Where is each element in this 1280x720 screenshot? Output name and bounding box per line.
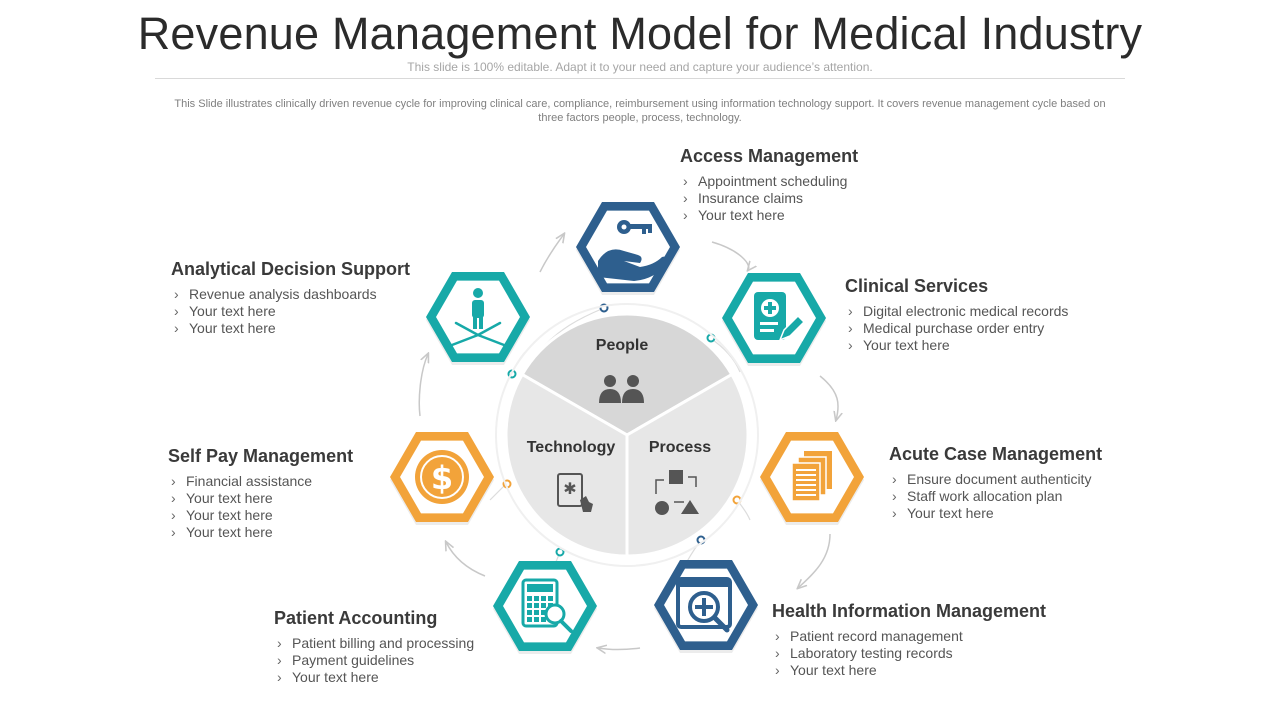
list-item: Your text here <box>680 207 858 224</box>
stage-items: Digital electronic medical records Medic… <box>845 303 1068 354</box>
stage-health-information-management: Health Information Management Patient re… <box>772 601 1046 679</box>
list-item: Revenue analysis dashboards <box>171 286 410 303</box>
stage-patient-accounting: Patient Accounting Patient billing and p… <box>274 608 474 686</box>
list-item: Ensure document authenticity <box>889 471 1102 488</box>
stage-hexagon <box>760 432 864 525</box>
svg-text:✱: ✱ <box>563 479 576 498</box>
medical-clipboard-icon <box>754 292 806 342</box>
stage-hexagon: $ <box>390 432 494 525</box>
stage-acute-case-management: Acute Case Management Ensure document au… <box>889 444 1102 522</box>
list-item: Your text here <box>845 337 1068 354</box>
stage-items: Appointment scheduling Insurance claims … <box>680 173 858 224</box>
list-item: Financial assistance <box>168 473 353 490</box>
connector-arrow <box>418 354 428 417</box>
stage-items: Financial assistance Your text here Your… <box>168 473 353 541</box>
list-item: Your text here <box>772 662 1046 679</box>
list-item: Insurance claims <box>680 190 858 207</box>
list-item: Laboratory testing records <box>772 645 1046 662</box>
stage-self-pay-management: Self Pay Management Financial assistance… <box>168 446 353 541</box>
connector-arrow <box>711 241 749 270</box>
slide-description: This Slide illustrates clinically driven… <box>174 98 1106 124</box>
stage-title: Patient Accounting <box>274 608 438 628</box>
stage-hexagon <box>654 560 758 653</box>
stage-title: Health Information Management <box>772 601 1047 621</box>
stage-title: Acute Case Management <box>889 444 1103 464</box>
list-item: Appointment scheduling <box>680 173 858 190</box>
segment-label: People <box>596 337 649 354</box>
list-item: Payment guidelines <box>274 652 474 669</box>
calculator-search-icon <box>521 578 573 633</box>
list-item: Your text here <box>168 524 353 541</box>
list-item: Medical purchase order entry <box>845 320 1068 337</box>
stage-hexagon <box>576 202 680 295</box>
stage-title: Access Management <box>680 146 859 166</box>
slide-subtitle: This slide is 100% editable. Adapt it to… <box>407 60 873 74</box>
connector-arrow <box>819 375 838 420</box>
list-item: Your text here <box>168 507 353 524</box>
stage-items: Patient billing and processing Payment g… <box>274 635 474 686</box>
segment-label: Process <box>649 439 711 456</box>
stage-hexagon <box>426 272 530 365</box>
stage-hexagon <box>722 273 826 366</box>
svg-text:$: $ <box>431 459 453 497</box>
list-item: Patient billing and processing <box>274 635 474 652</box>
list-item: Your text here <box>889 505 1102 522</box>
person-directions-icon <box>450 288 506 347</box>
stage-access-management: Access Management Appointment scheduling… <box>680 146 858 224</box>
stage-hexagons: $ <box>390 202 864 654</box>
stage-hexagon <box>493 561 597 654</box>
stage-title: Clinical Services <box>845 276 989 296</box>
list-item: Digital electronic medical records <box>845 303 1068 320</box>
stage-title: Self Pay Management <box>168 446 354 466</box>
slide-title: Revenue Management Model for Medical Ind… <box>137 8 1143 59</box>
medical-search-icon <box>676 577 732 633</box>
stage-clinical-services: Clinical Services Digital electronic med… <box>845 276 1068 354</box>
connector-arrow <box>446 542 486 577</box>
documents-icon <box>791 451 832 502</box>
connector-arrow <box>539 234 564 273</box>
segment-label: Technology <box>527 439 616 456</box>
process-flow-icon <box>655 470 699 515</box>
connector-arrow <box>598 648 641 650</box>
list-item: Your text here <box>171 303 410 320</box>
title-divider <box>155 78 1125 79</box>
list-item: Your text here <box>168 490 353 507</box>
list-item: Your text here <box>274 669 474 686</box>
stage-title: Analytical Decision Support <box>171 259 411 279</box>
stage-items: Ensure document authenticity Staff work … <box>889 471 1102 522</box>
list-item: Staff work allocation plan <box>889 488 1102 505</box>
people-icon <box>599 375 644 403</box>
key-in-hand-icon <box>598 220 667 281</box>
dollar-coin-icon: $ <box>415 450 469 504</box>
stage-analytical-decision-support: Analytical Decision Support Revenue anal… <box>171 259 410 337</box>
segment-technology <box>504 372 629 558</box>
stage-items: Revenue analysis dashboards Your text he… <box>171 286 410 337</box>
tablet-touch-icon: ✱ <box>557 473 593 512</box>
stage-items: Patient record management Laboratory tes… <box>772 628 1046 679</box>
list-item: Your text here <box>171 320 410 337</box>
list-item: Patient record management <box>772 628 1046 645</box>
connector-arrow <box>798 533 831 588</box>
